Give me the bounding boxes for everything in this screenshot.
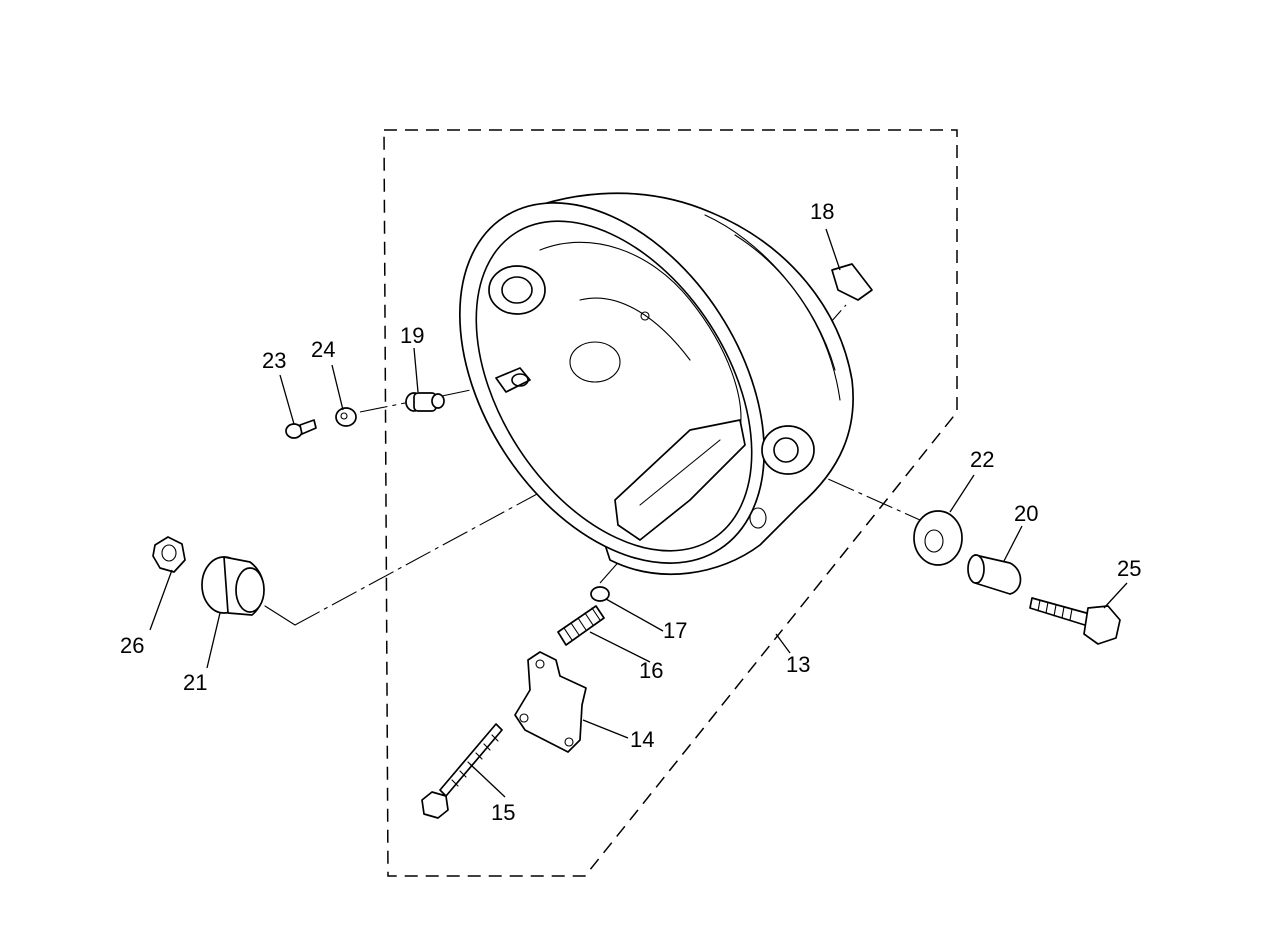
callout-21: 21 — [183, 670, 207, 695]
part-17-circlip — [590, 586, 610, 602]
part-21-collar — [201, 556, 265, 616]
callout-22: 22 — [970, 447, 994, 472]
callout-labels: 13 14 15 16 17 18 19 20 21 22 23 24 25 2… — [120, 199, 1141, 825]
part-24-washer — [335, 407, 357, 427]
callout-24: 24 — [311, 337, 335, 362]
part-20-bushing — [967, 554, 1022, 595]
callout-26: 26 — [120, 633, 144, 658]
callout-14: 14 — [630, 727, 654, 752]
part-25-flange-bolt — [1029, 597, 1121, 645]
part-26-nut — [152, 536, 186, 573]
callout-13: 13 — [786, 652, 810, 677]
callout-16: 16 — [639, 658, 663, 683]
part-16-spring — [557, 605, 605, 646]
callout-15: 15 — [491, 800, 515, 825]
callout-25: 25 — [1117, 556, 1141, 581]
part-22-seal — [913, 510, 963, 566]
callout-17: 17 — [663, 618, 687, 643]
part-19-pivot-pin — [405, 392, 445, 412]
callout-18: 18 — [810, 199, 834, 224]
callout-23: 23 — [262, 348, 286, 373]
part-14-bracket — [514, 651, 587, 753]
headlight-housing — [458, 192, 854, 576]
assembly-13-boundary — [383, 129, 958, 877]
part-15-bolt — [421, 723, 503, 819]
part-18-clip — [831, 263, 873, 301]
callout-19: 19 — [400, 323, 424, 348]
part-23-screw — [285, 419, 317, 439]
callout-leader-lines — [149, 228, 1128, 798]
callout-20: 20 — [1014, 501, 1038, 526]
